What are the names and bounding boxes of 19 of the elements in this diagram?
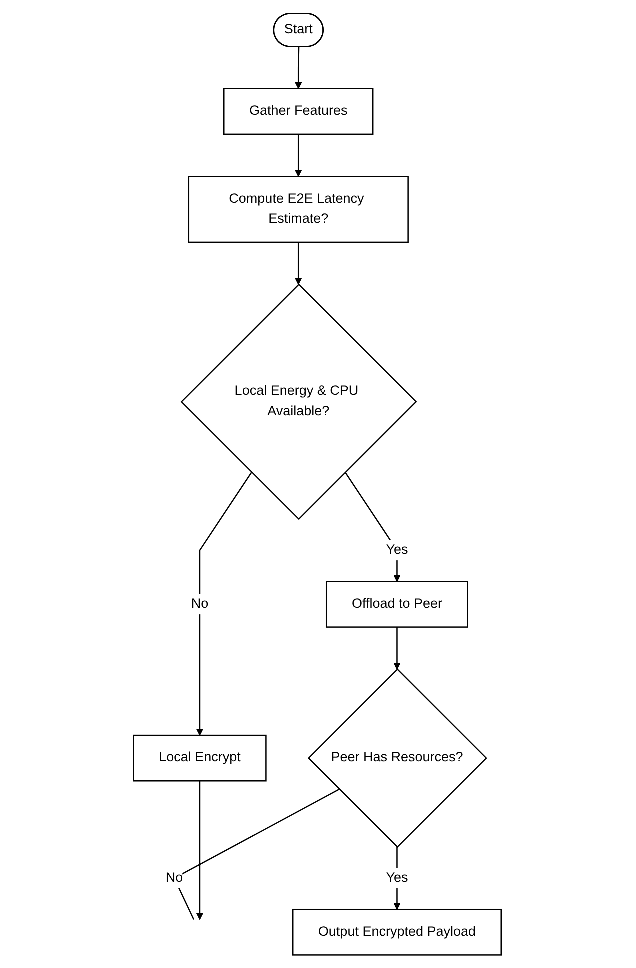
edge-label: No <box>192 596 210 611</box>
arrow <box>295 242 303 285</box>
node-box: Compute E2E Latency Estimate? <box>188 176 410 243</box>
node-diamond: Local Energy & CPU Available? <box>181 283 418 520</box>
arrow <box>394 846 402 910</box>
arrow <box>394 626 402 670</box>
node-box: Output Encrypted Payload <box>292 908 502 956</box>
arrow <box>196 780 204 920</box>
edge-label: No <box>166 870 184 885</box>
edge-label: Yes <box>386 542 409 557</box>
arrow <box>295 134 303 176</box>
edge-label: Yes <box>386 870 409 885</box>
arrow <box>345 472 402 582</box>
arrow <box>295 46 303 89</box>
arrow <box>196 472 253 736</box>
node-box: Local Encrypt <box>134 734 268 782</box>
node-box: Offload to Peer <box>326 580 469 628</box>
node-box: Gather Features <box>224 88 374 135</box>
node-diamond: Peer Has Resources? <box>308 668 488 848</box>
